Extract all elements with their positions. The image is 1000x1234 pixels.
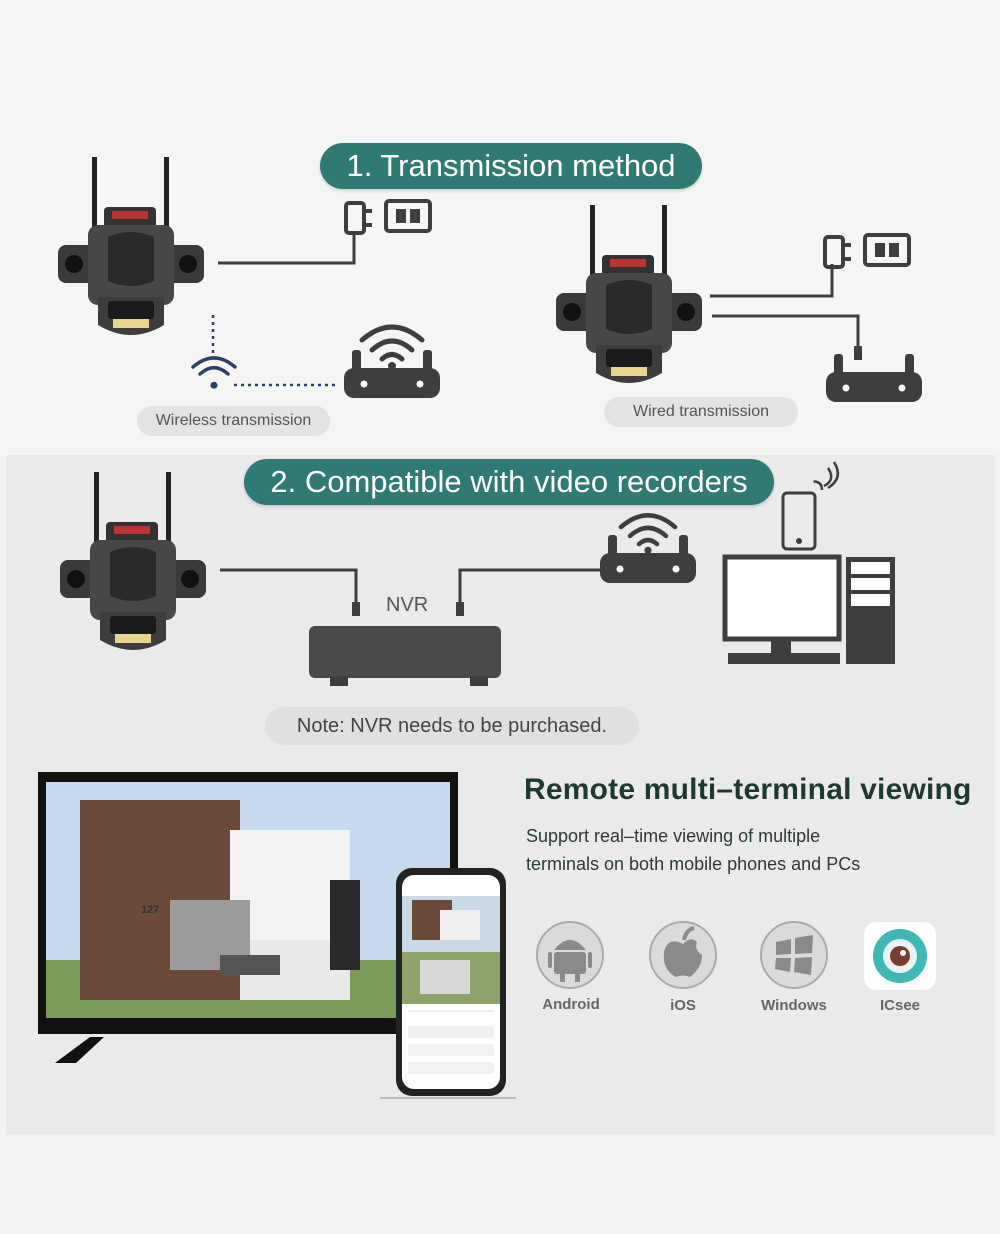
camera-to-nvr-cable	[220, 568, 358, 604]
phone-icon	[781, 491, 817, 551]
camera-wired	[556, 205, 702, 383]
icsee-app-icon	[864, 922, 936, 990]
nvr-purchase-note: Note: NVR needs to be purchased.	[265, 707, 639, 745]
power-cable-2	[710, 264, 834, 298]
wired-transmission-label: Wired transmission	[604, 397, 798, 427]
camera-nvr	[60, 472, 206, 650]
windows-icon	[760, 921, 828, 989]
router-nvr-wifi-icon	[621, 515, 675, 554]
power-cable-1	[218, 232, 356, 265]
wireless-transmission-label: Wireless transmission	[137, 406, 330, 436]
android-icon	[536, 921, 604, 989]
remote-viewing-subtitle-line2: terminals on both mobile phones and PCs	[526, 854, 861, 874]
icsee-label: ICsee	[879, 997, 921, 1014]
bottom-margin	[0, 1135, 1000, 1234]
remote-viewing-subtitle-line1: Support real–time viewing of multiple	[526, 826, 821, 846]
transmission-method-title: 1. Transmission method	[320, 143, 702, 189]
ios-label: iOS	[670, 997, 696, 1014]
smartphone-mockup	[380, 868, 516, 1099]
ethernet-cable	[712, 314, 860, 352]
android-label: Android	[542, 996, 600, 1013]
desktop-pc-icon	[722, 554, 895, 664]
power-adapter-icon	[344, 199, 432, 235]
camera-wireless	[58, 157, 204, 335]
nvr-device	[309, 626, 501, 686]
router-wired	[826, 354, 922, 402]
power-adapter-icon-2	[823, 233, 911, 269]
router-wireless	[344, 350, 440, 398]
windows-label: Windows	[761, 997, 827, 1014]
router-wifi-icon	[362, 327, 422, 370]
remote-viewing-heading: Remote multi–terminal viewing	[524, 773, 972, 806]
house-number: 127	[141, 904, 160, 916]
apple-icon	[649, 921, 717, 989]
wifi-icon	[191, 356, 237, 389]
compatible-recorders-title: 2. Compatible with video recorders	[244, 459, 774, 505]
nvr-to-router-cable	[458, 568, 600, 604]
nvr-label: NVR	[386, 594, 429, 616]
phone-signal-icon	[813, 461, 840, 491]
monitor-display	[38, 772, 458, 1063]
